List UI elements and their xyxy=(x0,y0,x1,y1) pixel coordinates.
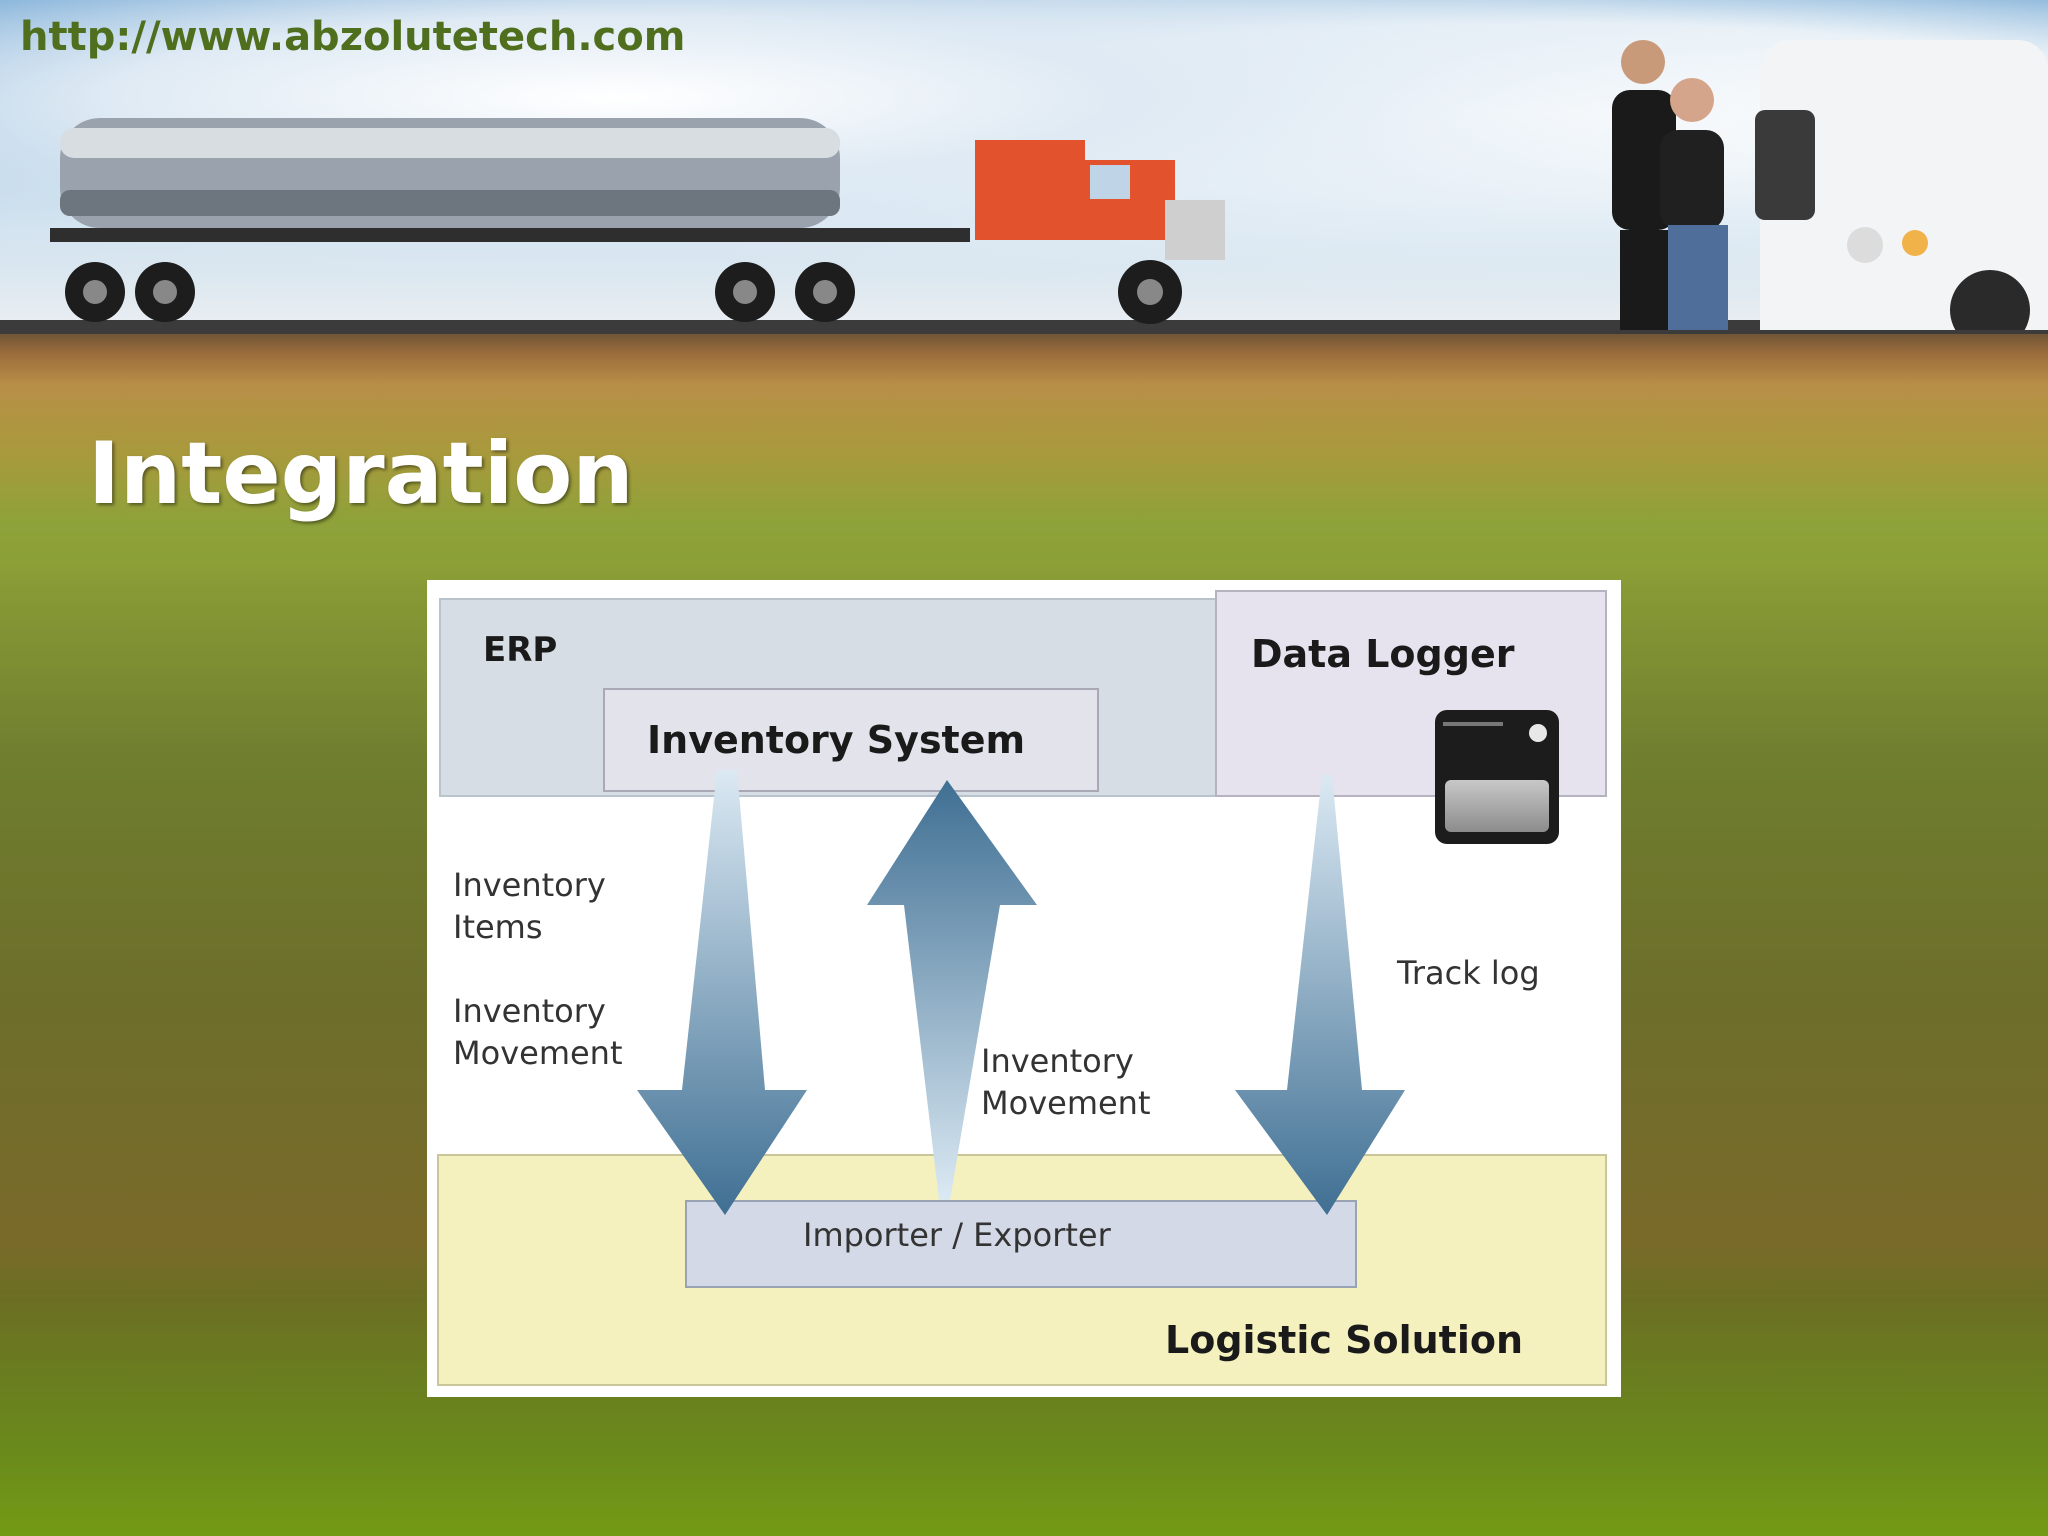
field-background xyxy=(0,325,2048,585)
arrow-down-track-log xyxy=(1235,775,1405,1215)
inventory-items-label-line1: Inventory xyxy=(453,866,606,904)
logistic-solution-label: Logistic Solution xyxy=(1165,1318,1524,1362)
inventory-movement-left-line1: Inventory xyxy=(453,992,606,1030)
importer-exporter-label: Importer / Exporter xyxy=(803,1216,1111,1254)
arrow-down-inventory-items xyxy=(637,770,807,1215)
inventory-items-label-line2: Items xyxy=(453,908,543,946)
integration-diagram: ERP Inventory System Data Logger Invento… xyxy=(427,580,1621,1397)
inventory-movement-middle-line2: Movement xyxy=(981,1084,1151,1122)
inventory-system-label: Inventory System xyxy=(647,718,1026,762)
road-stripe xyxy=(0,320,2048,334)
flow-arrows xyxy=(637,770,1405,1215)
inventory-system-box xyxy=(603,688,1099,792)
slide-title: Integration xyxy=(88,424,634,524)
inventory-movement-left-line2: Movement xyxy=(453,1034,623,1072)
erp-label: ERP xyxy=(483,630,558,670)
arrow-up-inventory-movement xyxy=(867,780,1037,1200)
track-log-label: Track log xyxy=(1397,954,1540,992)
website-url[interactable]: http://www.abzolutetech.com xyxy=(20,14,686,60)
data-logger-device-icon xyxy=(1435,710,1559,844)
inventory-movement-middle-line1: Inventory xyxy=(981,1042,1134,1080)
tanker-truck-illustration xyxy=(50,40,2048,330)
data-logger-label: Data Logger xyxy=(1251,632,1515,676)
importer-exporter-box xyxy=(685,1200,1357,1288)
